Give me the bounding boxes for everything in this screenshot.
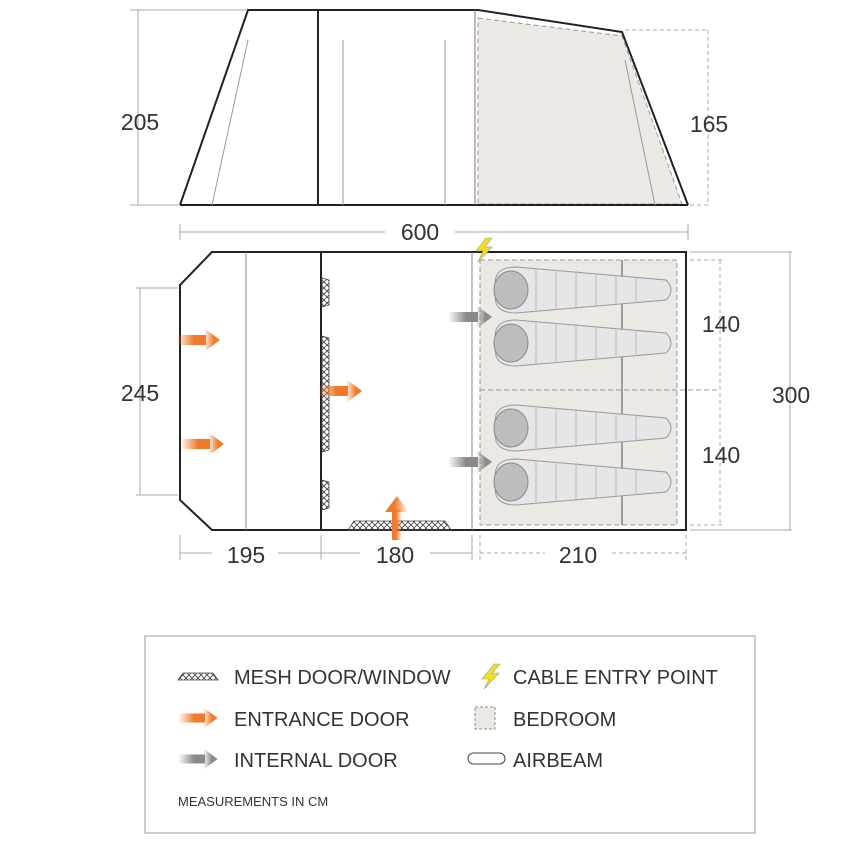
mesh-window xyxy=(321,277,452,531)
bedroom-width-1: 140 xyxy=(702,311,740,337)
floor-plan: 245 140 140 300 195 180 210 xyxy=(121,237,810,568)
elevation-length: 600 xyxy=(401,219,439,245)
entrance-door-arrow xyxy=(176,328,362,456)
section-length-1: 195 xyxy=(227,542,265,568)
bedroom-width-2: 140 xyxy=(702,442,740,468)
legend-bedroom: BEDROOM xyxy=(513,709,616,731)
elevation-height-left: 205 xyxy=(121,109,159,135)
side-elevation: 205 165 600 xyxy=(121,9,728,245)
legend: MESH DOOR/WINDOW ENTRANCE DOOR INTERNAL … xyxy=(144,635,756,834)
plan-width-left: 245 xyxy=(121,380,159,406)
elevation-height-right: 165 xyxy=(690,111,728,137)
section-length-2: 180 xyxy=(376,542,414,568)
mesh-icon xyxy=(177,672,219,681)
legend-cable: CABLE ENTRY POINT xyxy=(513,667,718,689)
legend-airbeam: AIRBEAM xyxy=(513,750,603,772)
bedroom-icon xyxy=(474,706,496,730)
legend-internal: INTERNAL DOOR xyxy=(234,750,398,772)
legend-entrance: ENTRANCE DOOR xyxy=(234,709,410,731)
cable-entry-icon xyxy=(475,237,493,263)
section-length-3: 210 xyxy=(559,542,597,568)
legend-mesh: MESH DOOR/WINDOW xyxy=(234,667,451,689)
airbeam-icon xyxy=(467,752,506,765)
plan-depth: 300 xyxy=(772,382,810,408)
entrance-door-arrow xyxy=(385,496,409,540)
cable-icon xyxy=(481,663,501,690)
measurements-note: MEASUREMENTS IN CM xyxy=(178,794,328,809)
